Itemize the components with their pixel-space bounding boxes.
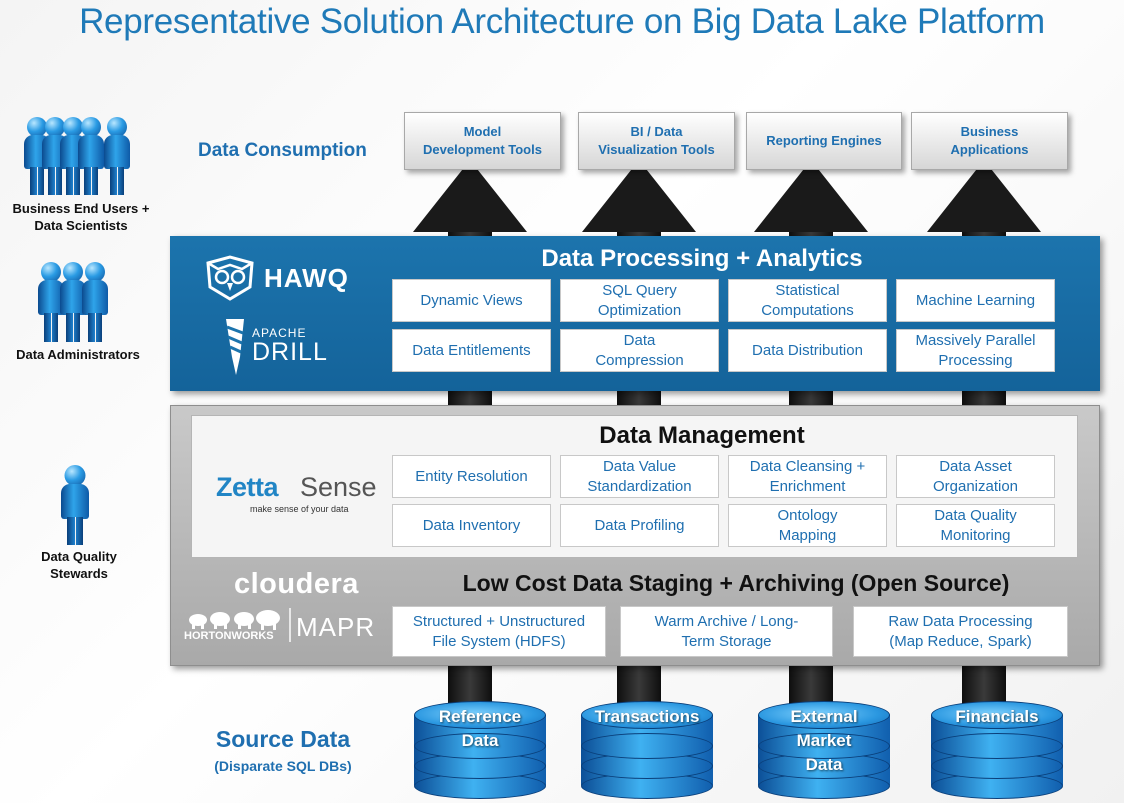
hortonworks-logo: HORTONWORKS (184, 608, 288, 644)
dm-cell-ontology-mapping: Ontology Mapping (728, 504, 887, 547)
hawq-logo-text: HAWQ (264, 263, 349, 293)
business-users-label: Business End Users + Data Scientists (12, 201, 150, 233)
processing-cell-massively-parallel-processing: Massively Parallel Processing (896, 329, 1055, 372)
data-quality-stewards-label: Data Quality Stewards (41, 549, 117, 581)
consumption-reporting-engines: Reporting Engines (746, 112, 902, 170)
data-consumption-label: Data Consumption (198, 140, 367, 161)
hortonworks-logo-text: HORTONWORKS (184, 630, 274, 642)
staging-cell-warm-archive: Warm Archive / Long- Term Storage (620, 606, 833, 657)
staging-cell-raw-processing: Raw Data Processing (Map Reduce, Spark) (853, 606, 1068, 657)
logo-divider (289, 608, 291, 642)
dm-cell-entity-resolution: Entity Resolution (392, 455, 551, 498)
dm-cell-data-asset-organization: Data Asset Organization (896, 455, 1055, 498)
database-reference-data-label: Reference Data (438, 707, 522, 750)
processing-cell-dynamic-views: Dynamic Views (392, 279, 551, 322)
source-data-subtitle: (Disparate SQL DBs) (214, 758, 352, 774)
apache-logo-text: APACHE (252, 326, 307, 340)
dm-cell-data-cleansing-enrichment: Data Cleansing + Enrichment (728, 455, 887, 498)
data-management-title: Data Management (599, 422, 805, 449)
database-external-market-data: External Market Data (758, 701, 890, 799)
data-administrators-label: Data Administrators (16, 347, 140, 362)
processing-cell-data-compression: Data Compression (560, 329, 719, 372)
dm-cell-data-inventory: Data Inventory (392, 504, 551, 547)
processing-cell-machine-learning: Machine Learning (896, 279, 1055, 322)
staging-title: Low Cost Data Staging + Archiving (Open … (462, 570, 1010, 596)
database-transactions-label: Transactions (594, 707, 700, 726)
dm-cell-data-value-standardization: Data Value Standardization (560, 455, 719, 498)
database-financials: Financials (931, 701, 1063, 799)
processing-title: Data Processing + Analytics (541, 245, 863, 272)
dm-cell-data-profiling: Data Profiling (560, 504, 719, 547)
dm-cell-data-quality-monitoring: Data Quality Monitoring (896, 504, 1055, 547)
elephants-icon (189, 610, 280, 630)
database-transactions: Transactions (581, 701, 713, 799)
cloudera-logo: cloudera (234, 568, 359, 600)
drill-logo-text: DRILL (252, 338, 328, 366)
apache-drill-logo: APACHE DRILL (218, 317, 358, 377)
database-financials-label: Financials (955, 707, 1039, 726)
processing-cell-sql-query-optimization: SQL Query Optimization (560, 279, 719, 322)
processing-cell-data-distribution: Data Distribution (728, 329, 887, 372)
mapr-logo: MAPR (296, 612, 376, 642)
drill-bit-icon (226, 319, 244, 375)
page-title: Representative Solution Architecture on … (79, 2, 1045, 41)
zettasense-logo-zetta: Zetta (216, 472, 279, 502)
consumption-bi-visualization-tools: BI / Data Visualization Tools (578, 112, 735, 170)
processing-cell-data-entitlements: Data Entitlements (392, 329, 551, 372)
consumption-business-applications: Business Applications (911, 112, 1068, 170)
staging-cell-hdfs: Structured + Unstructured File System (H… (392, 606, 606, 657)
hawq-owl-icon (206, 255, 254, 301)
zettasense-tagline: make sense of your data (250, 504, 349, 514)
source-data-title: Source Data (215, 726, 351, 752)
database-external-market-data-label: External Market Data (790, 707, 858, 774)
processing-cell-statistical-computations: Statistical Computations (728, 279, 887, 322)
database-reference-data: Reference Data (414, 701, 546, 799)
zettasense-logo-sense: Sense (300, 472, 377, 502)
hawq-logo: HAWQ (200, 253, 370, 303)
zettasense-logo: Zetta Sense make sense of your data (216, 472, 377, 520)
consumption-model-development-tools: Model Development Tools (404, 112, 561, 170)
